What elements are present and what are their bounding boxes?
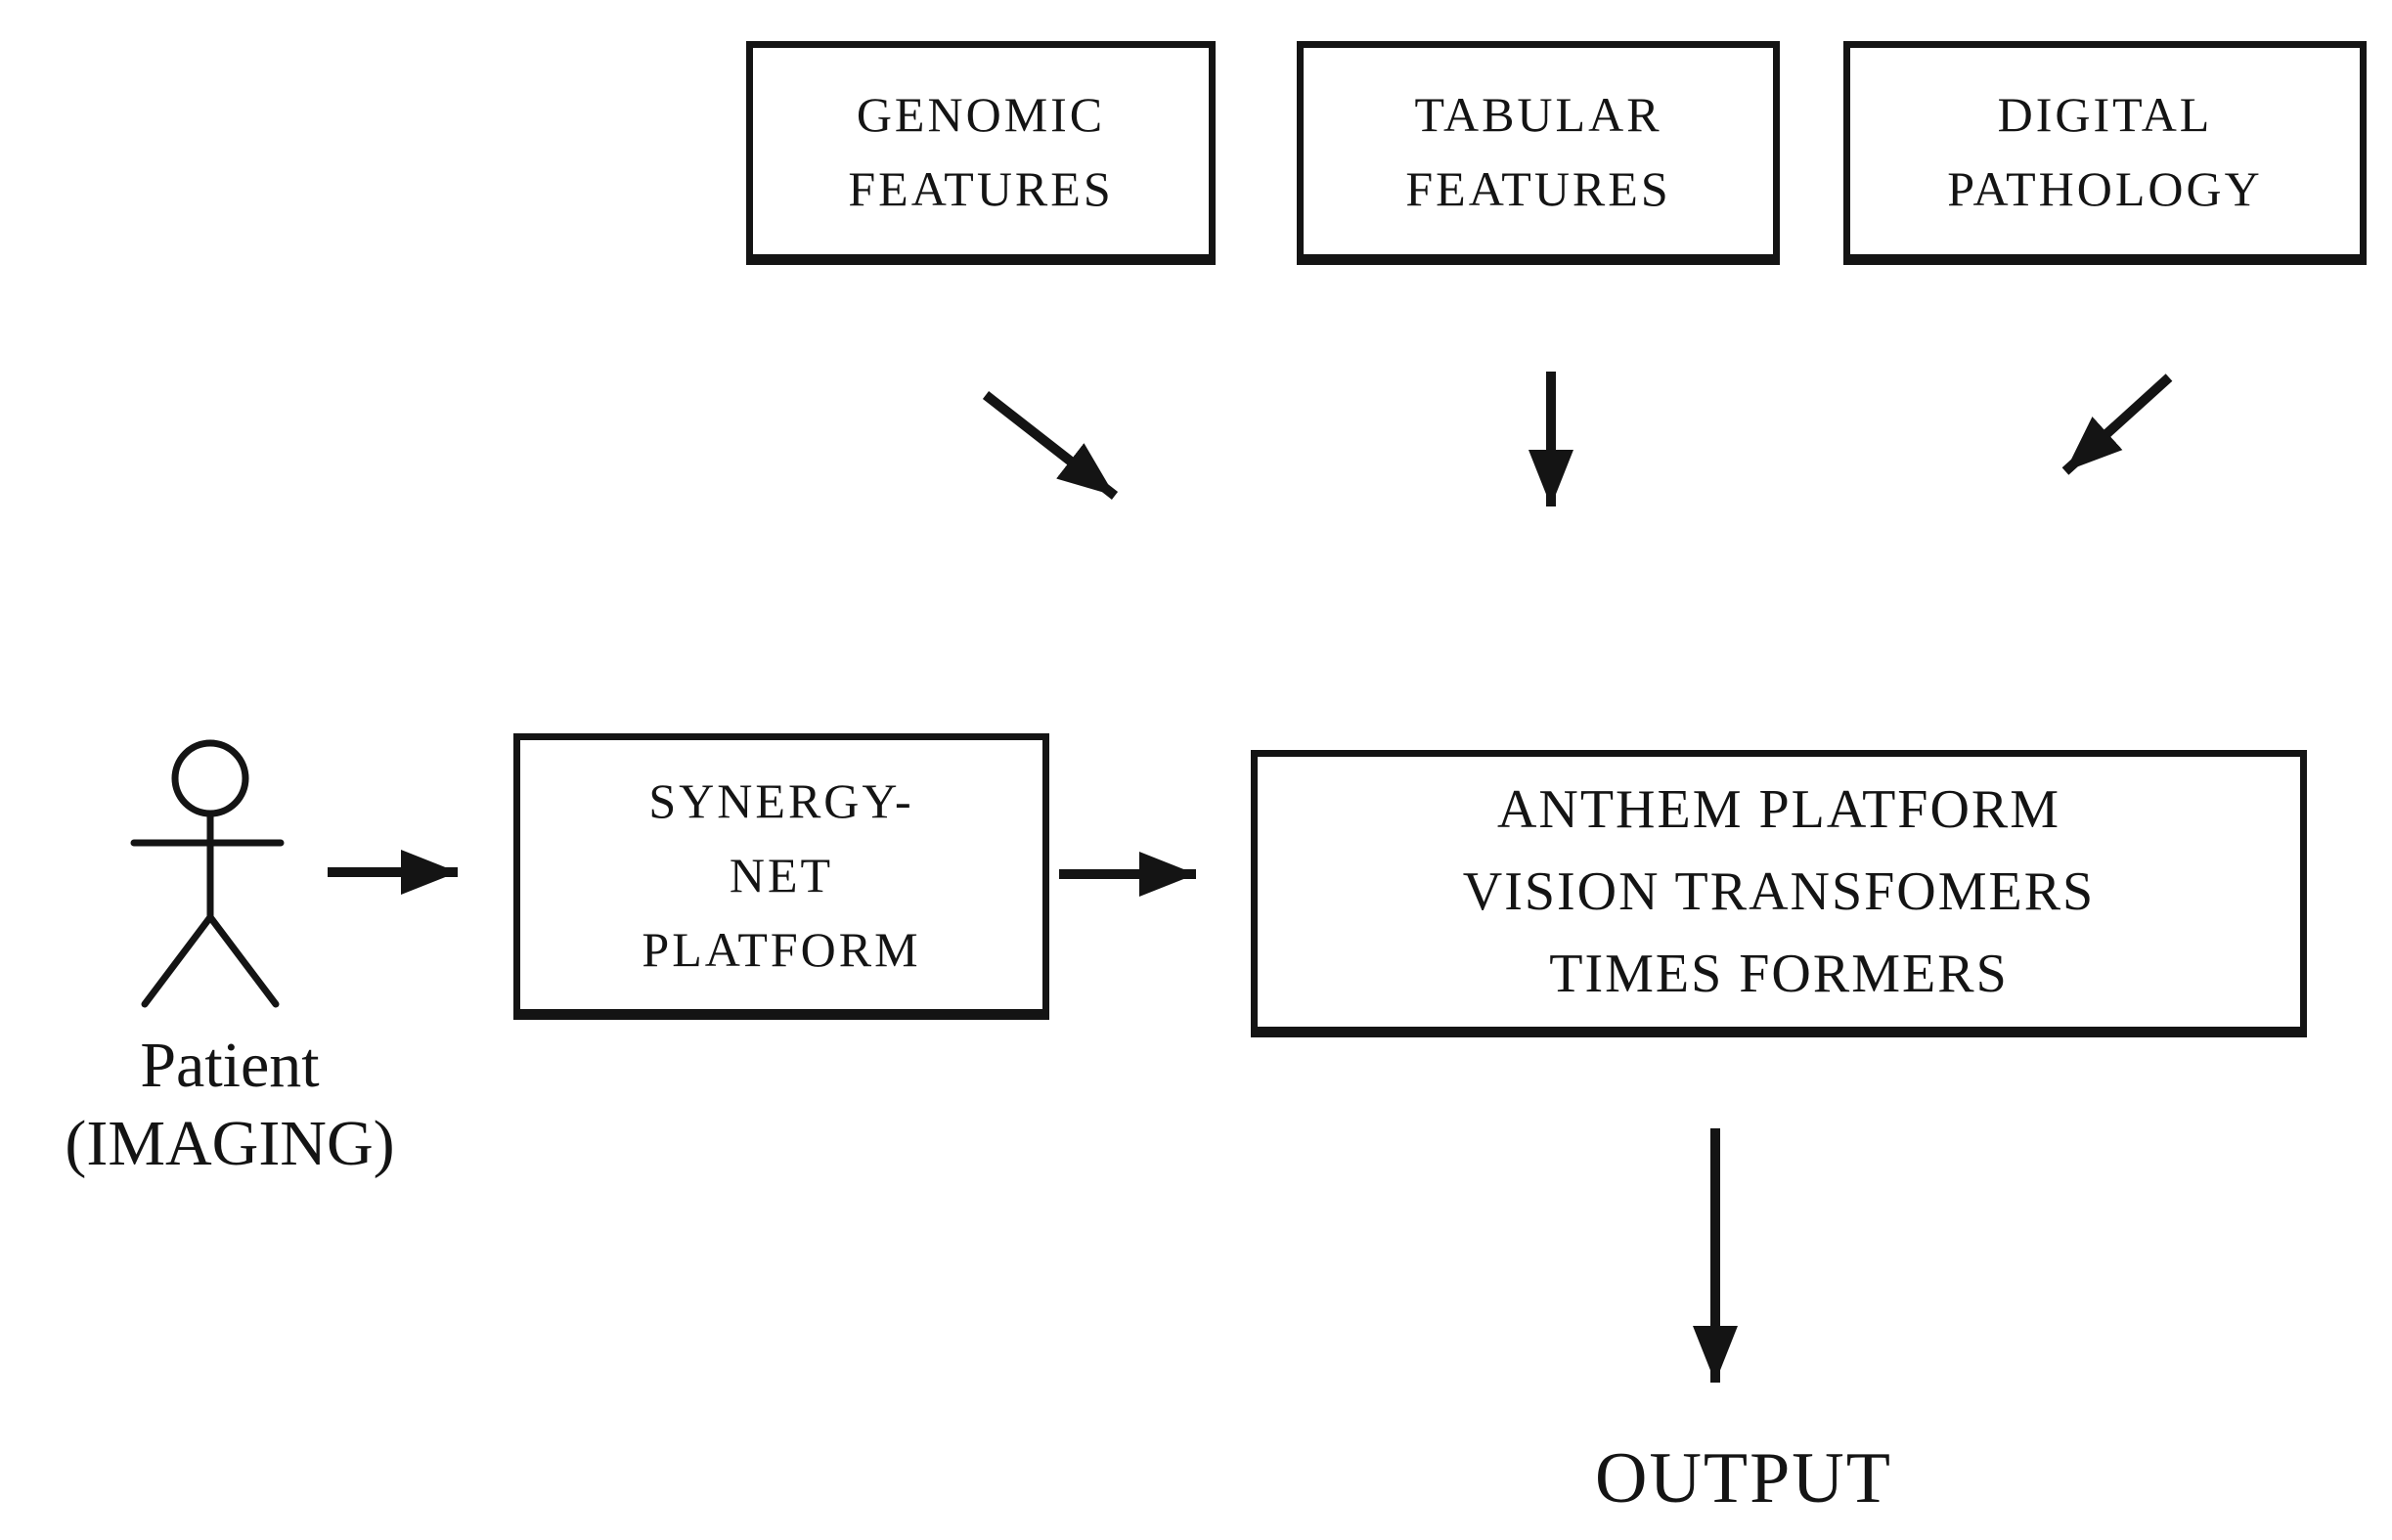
node-genomic-features-line1: GENOMIC [856, 86, 1106, 142]
node-anthem-platform: ANTHEM PLATFORM VISION TRANSFOMERS TIMES… [1251, 750, 2307, 1037]
node-digital-pathology-line1: DIGITAL [1997, 86, 2213, 142]
node-digital-pathology: DIGITAL PATHOLOGY [1843, 41, 2367, 265]
node-tabular-features: TABULAR FEATURES [1297, 41, 1780, 265]
node-synergy-net-platform: SYNERGY- NET PLATFORM [513, 733, 1049, 1020]
output-label: OUTPUT [1595, 1438, 1892, 1518]
node-synergy-line2: NET [729, 847, 834, 902]
node-tabular-features-line1: TABULAR [1414, 86, 1662, 142]
node-anthem-line3: TIMES FORMERS [1549, 944, 2009, 1004]
stick-figure-left-leg [141, 913, 214, 1008]
node-tabular-features-line2: FEATURES [1405, 160, 1671, 216]
node-anthem-line2: VISION TRANSFOMERS [1462, 861, 2096, 922]
stick-figure-right-leg [206, 913, 280, 1008]
stick-figure-head [171, 739, 249, 817]
node-genomic-features: GENOMIC FEATURES [746, 41, 1216, 265]
node-genomic-features-line2: FEATURES [848, 160, 1114, 216]
patient-stick-figure-icon [130, 739, 285, 1008]
node-digital-pathology-line2: PATHOLOGY [1947, 160, 2263, 216]
node-anthem-line1: ANTHEM PLATFORM [1496, 779, 2061, 840]
node-synergy-line1: SYNERGY- [648, 772, 914, 828]
arrow-pathology-to-anthem [2061, 374, 2173, 475]
arrow-genomic-to-anthem [982, 391, 1119, 500]
patient-label-line1: Patient [140, 1030, 320, 1101]
patient-imaging-label: Patient (IMAGING) [0, 1027, 460, 1183]
node-synergy-line3: PLATFORM [642, 921, 921, 977]
patient-label-line2: (IMAGING) [65, 1108, 395, 1179]
